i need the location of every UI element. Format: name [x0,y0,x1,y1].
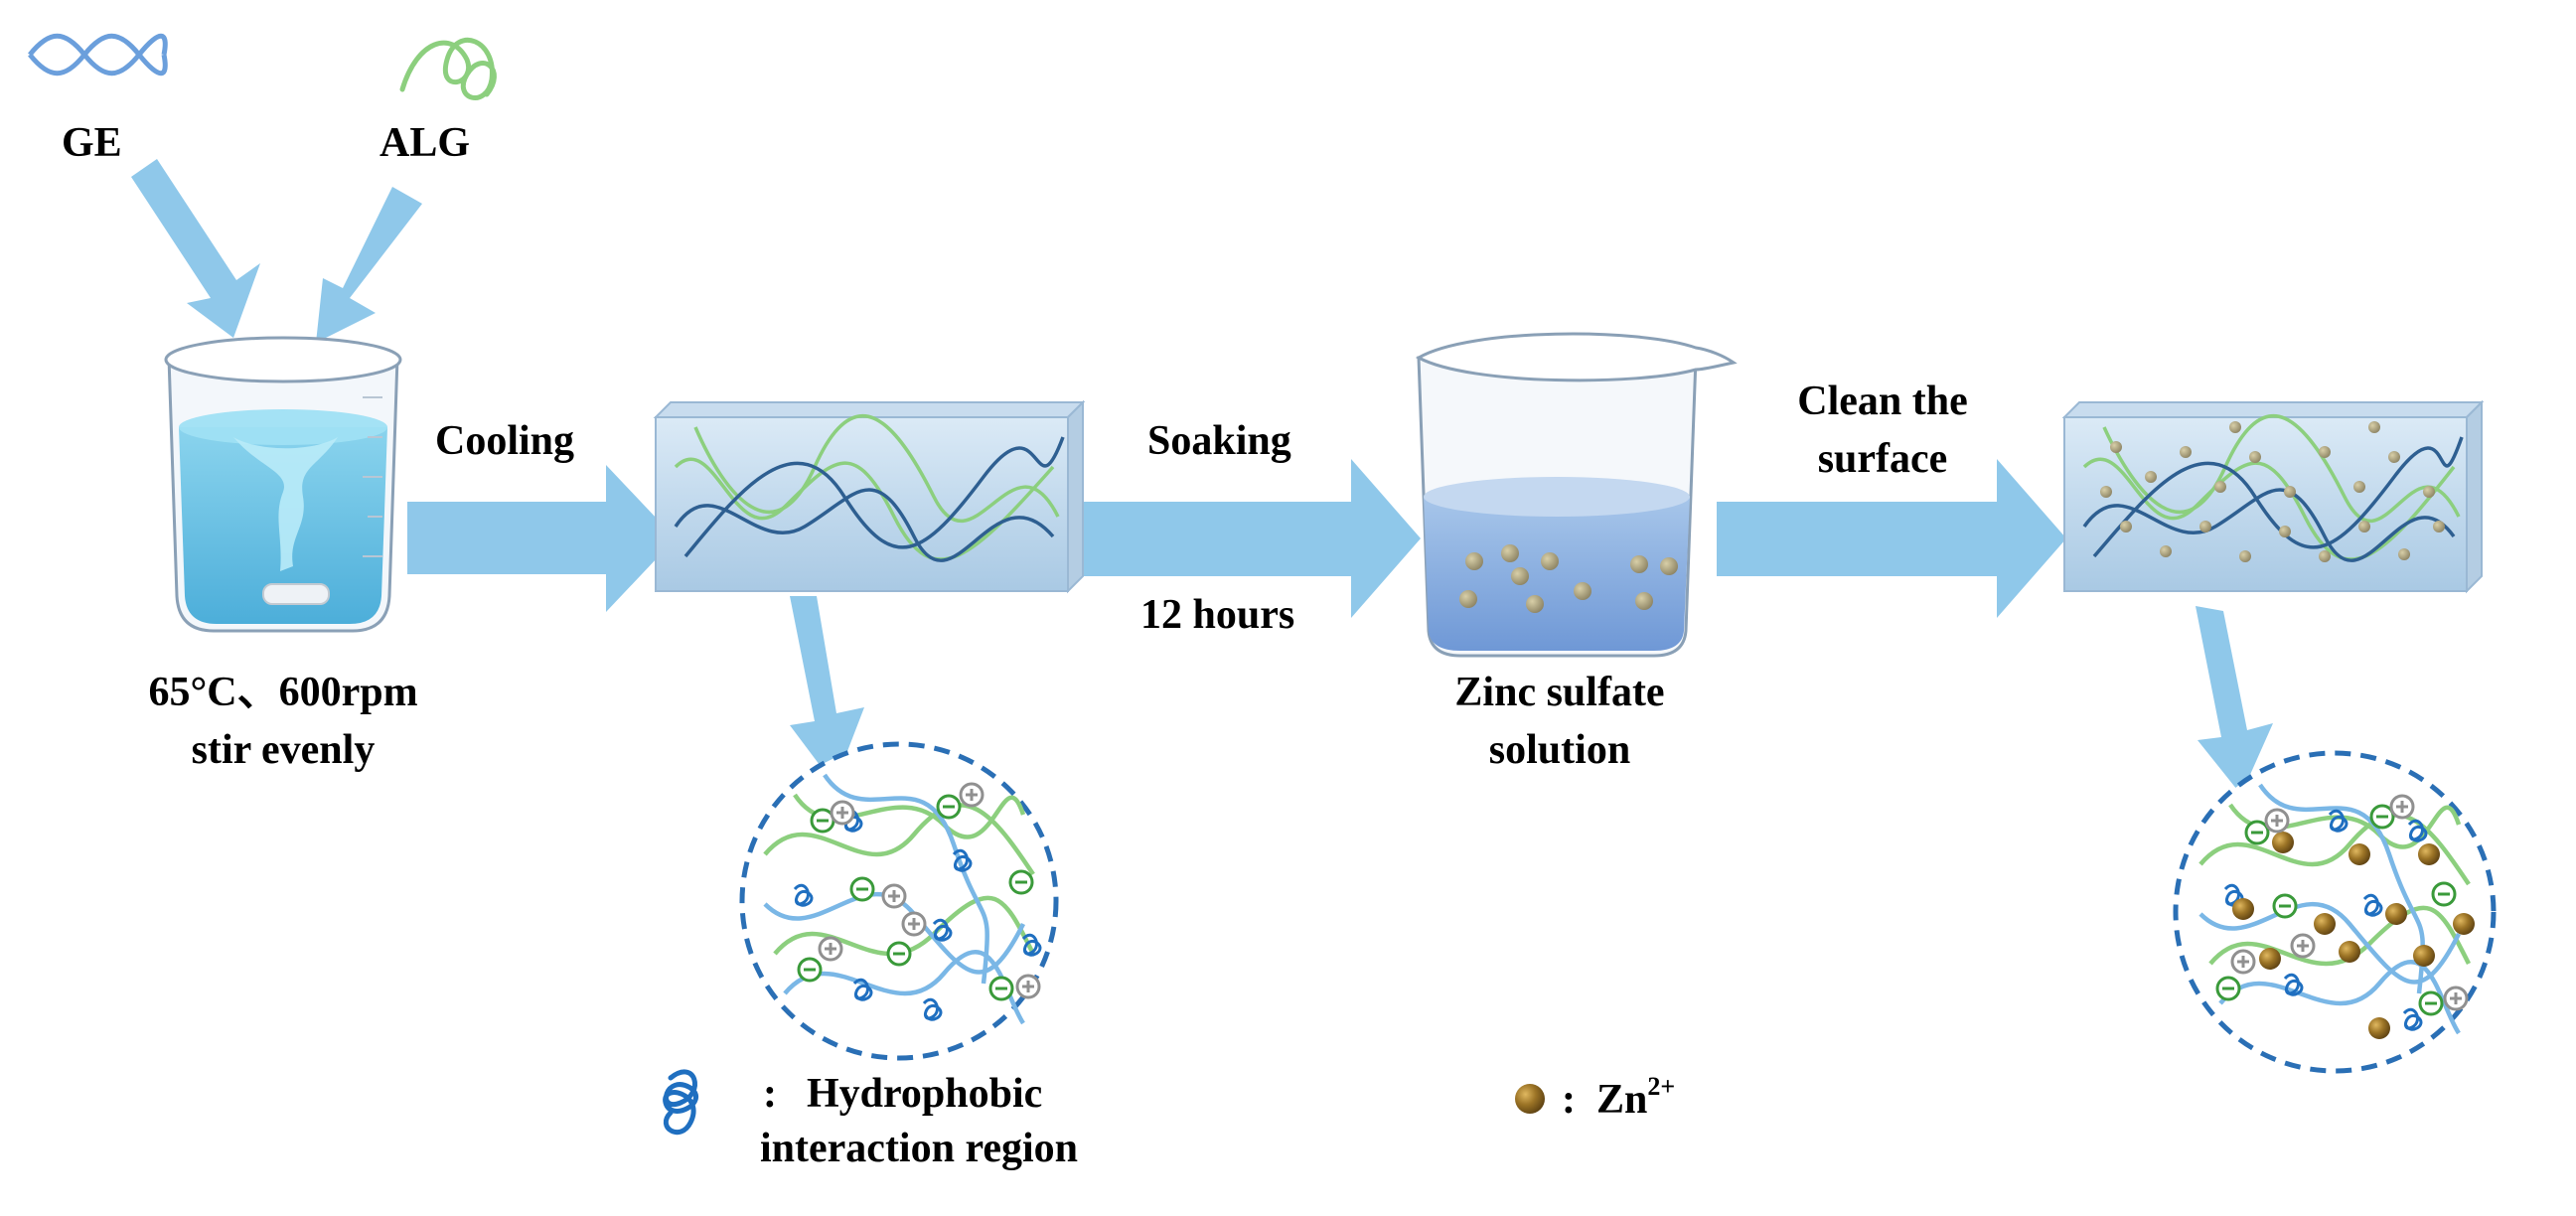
mix-condition-label: 65°C、600rpm stir evenly [119,664,447,779]
zoom-arrow-2 [2196,606,2273,795]
input-arrows [131,159,422,343]
hydrophobic-legend-separator: : [763,1071,777,1117]
cooling-arrow [407,465,676,612]
zoom-arrow-1 [790,596,864,785]
alg-label: ALG [379,120,471,166]
mix-condition-line2: stir evenly [191,727,376,773]
hydrogel-block-2 [2061,399,2485,594]
zinc-ion-icon [1515,1084,1545,1114]
ge-label: GE [62,120,122,166]
zinc-legend-base: Zn [1596,1077,1648,1123]
beaker-icon [164,336,402,633]
soaking-arrow [1083,459,1421,618]
zinc-beaker-icon [1415,332,1738,658]
zinc-solution-line1: Zinc sulfate [1454,670,1665,715]
zinc-ions-zoom [2232,832,2475,1039]
soaking-label: Soaking [1147,418,1291,464]
mix-condition-line1: 65°C、600rpm [148,670,418,715]
zinc-solution-line2: solution [1488,727,1631,773]
zinc-legend-label: : Zn2+ [1562,1071,1675,1129]
ge-strand-icon [28,33,168,76]
hydrogel-block-1 [653,399,1086,594]
zoom-circle-1 [739,741,1059,1061]
clean-line2: surface [1817,436,1948,482]
zoom-circle-2 [2173,750,2497,1074]
hydrophobic-legend-line2: interaction region [760,1126,1079,1171]
clean-arrow [1717,459,2066,618]
clean-label: Clean the surface [1758,373,2007,488]
cooling-label: Cooling [435,418,575,464]
hydrophobic-region-icon [663,1069,698,1136]
hours-label: 12 hours [1140,592,1295,638]
alg-strand-icon [399,37,497,100]
hydrophobic-knots-1 [793,809,1042,1021]
zinc-solution-label: Zinc sulfate solution [1411,664,1709,779]
zinc-legend-charge: 2+ [1647,1072,1676,1101]
clean-line1: Clean the [1797,379,1968,424]
zinc-legend-separator: : [1562,1077,1576,1123]
hydrophobic-legend-line1: Hydrophobic [807,1071,1043,1117]
